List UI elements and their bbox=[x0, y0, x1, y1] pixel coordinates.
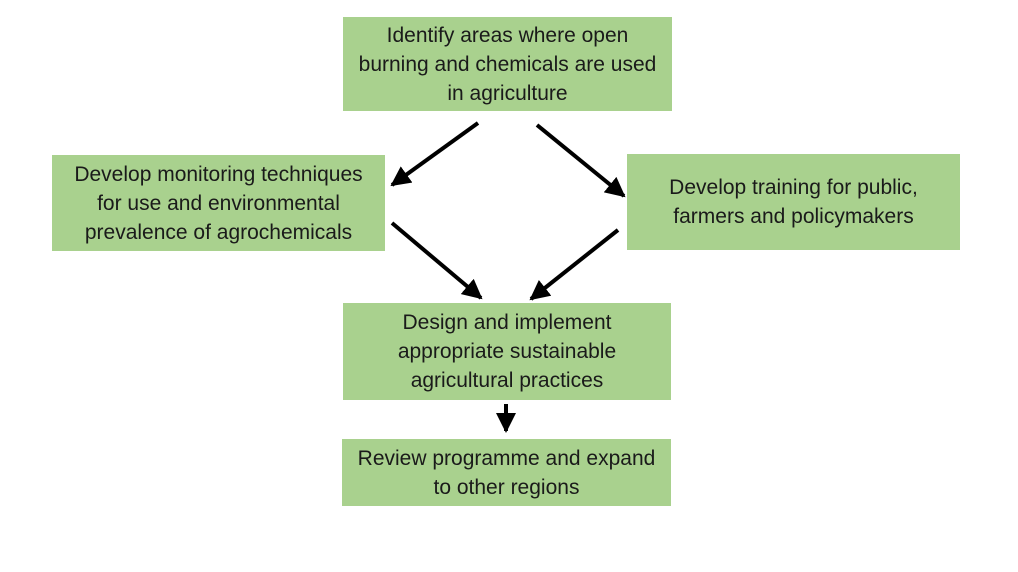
arrow-identify-to-monitoring bbox=[390, 121, 480, 187]
node-identify-label: Identify areas where open burning and ch… bbox=[358, 23, 657, 105]
arrow-identify-to-training bbox=[535, 123, 626, 198]
node-design-label: Design and implement appropriate sustain… bbox=[397, 311, 617, 392]
node-monitoring-label: Develop monitoring techniques for use an… bbox=[74, 162, 363, 244]
node-review-label: Review programme and expand to other reg… bbox=[357, 446, 656, 499]
node-identify: Identify areas where open burning and ch… bbox=[343, 17, 672, 111]
node-monitoring: Develop monitoring techniques for use an… bbox=[52, 155, 385, 251]
arrow-training-to-design bbox=[529, 228, 620, 301]
arrow-monitoring-to-design bbox=[390, 221, 483, 300]
node-review: Review programme and expand to other reg… bbox=[342, 439, 671, 506]
node-training: Develop training for public, farmers and… bbox=[627, 154, 960, 250]
node-training-label: Develop training for public, farmers and… bbox=[669, 176, 918, 228]
node-design: Design and implement appropriate sustain… bbox=[343, 303, 671, 400]
